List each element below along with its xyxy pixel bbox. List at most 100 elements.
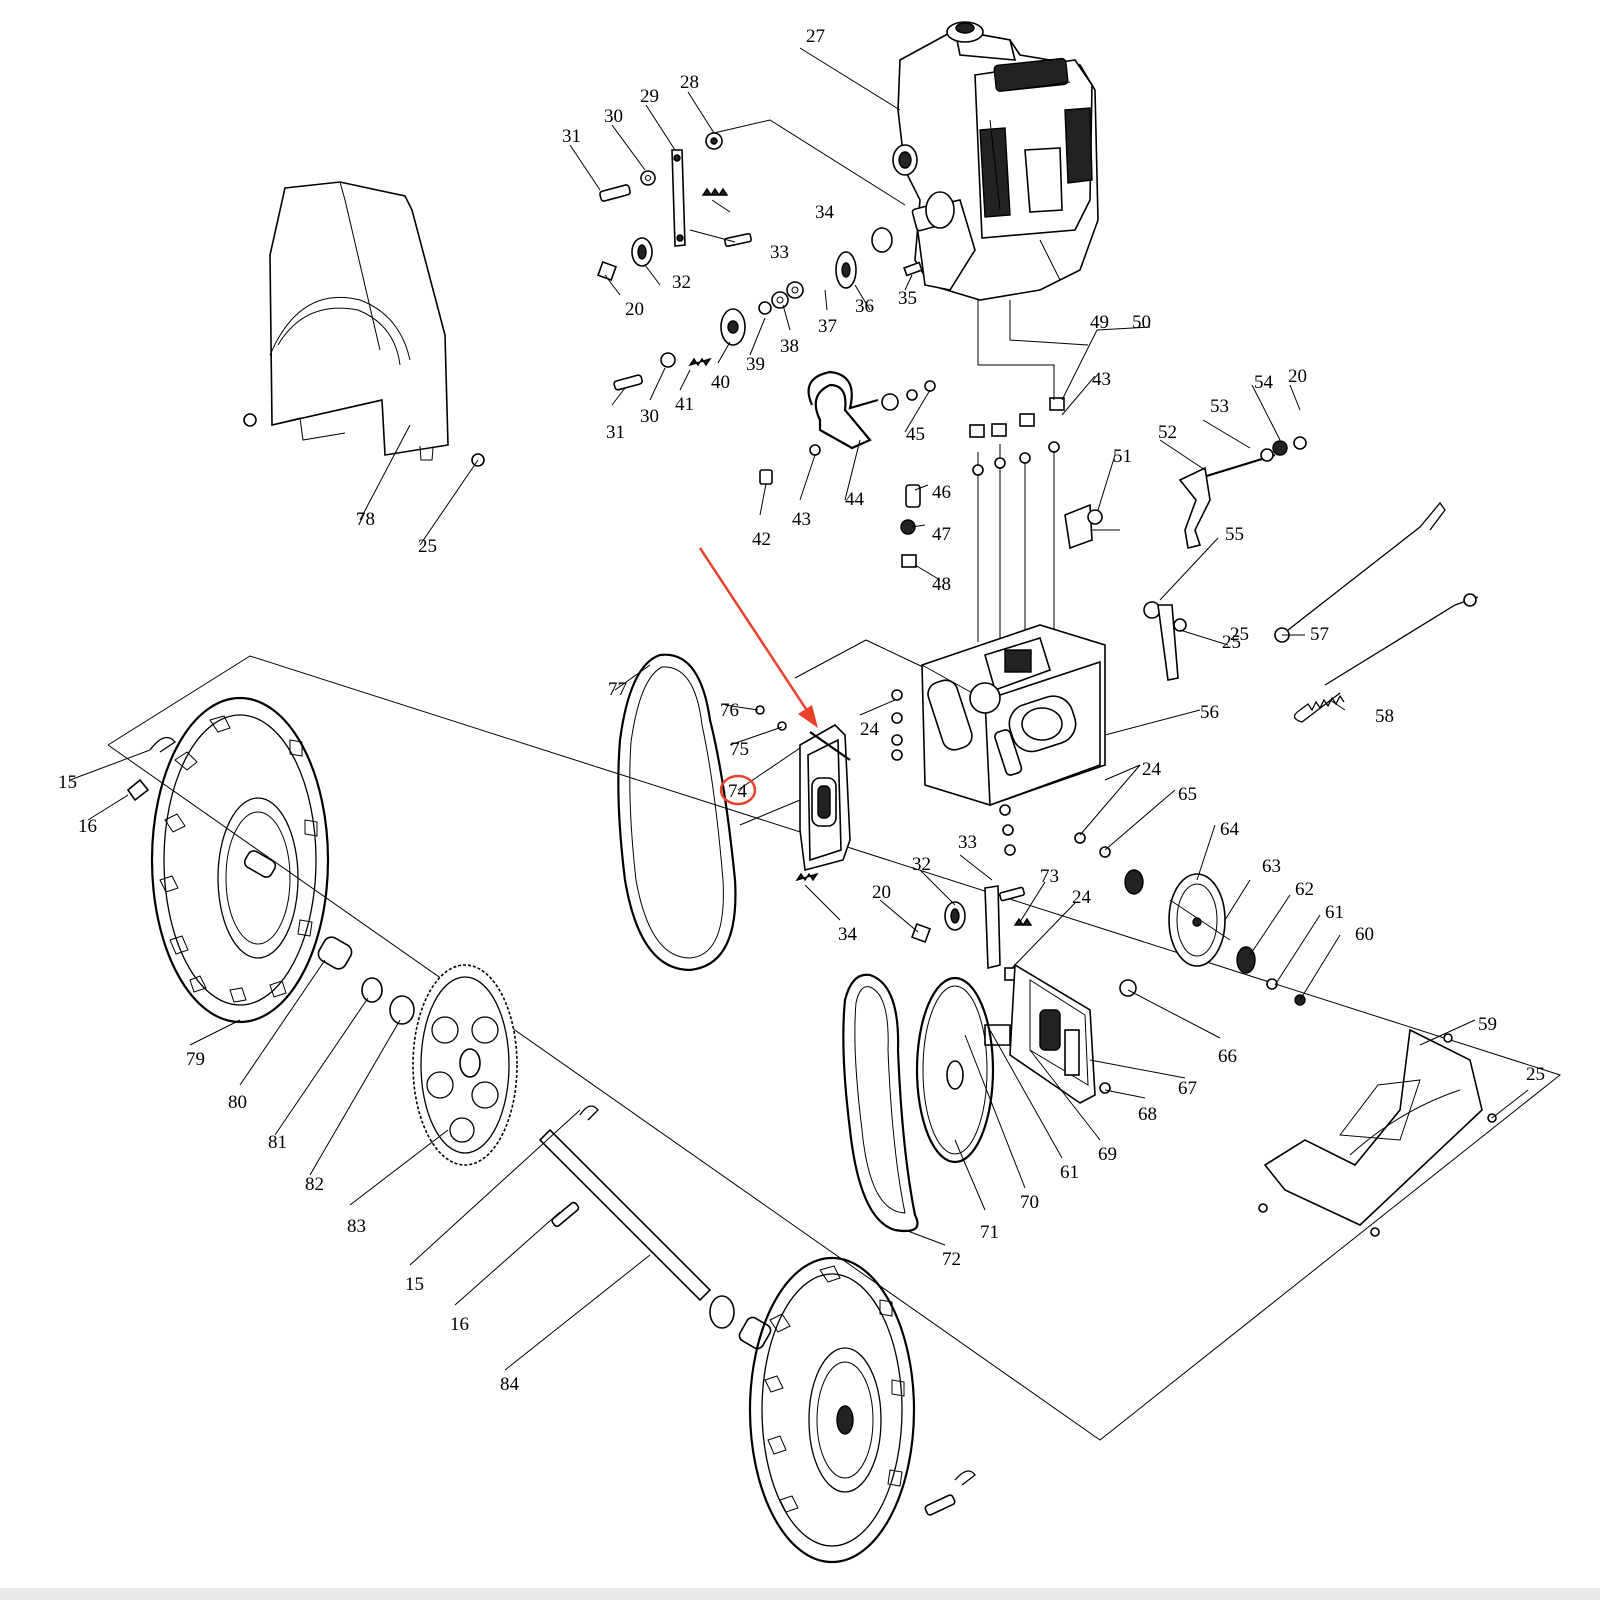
callout-29: 29 — [640, 86, 659, 107]
callout-61: 61 — [1325, 902, 1344, 923]
callout-79: 79 — [186, 1049, 205, 1070]
callout-40: 40 — [711, 372, 730, 393]
callout-33-lower: 33 — [958, 832, 977, 853]
callout-30-lower: 30 — [640, 406, 659, 427]
callout-62: 62 — [1295, 879, 1314, 900]
callout-48: 48 — [932, 574, 951, 595]
callout-25-skid: 25 — [1526, 1064, 1545, 1085]
callout-70: 70 — [1020, 1192, 1039, 1213]
callout-53: 53 — [1210, 396, 1229, 417]
callout-43-lower: 43 — [792, 509, 811, 530]
upper-small-parts — [597, 132, 923, 391]
callout-46: 46 — [932, 482, 951, 503]
callout-72: 72 — [942, 1249, 961, 1270]
callout-66: 66 — [1218, 1046, 1237, 1067]
callout-20: 20 — [625, 299, 644, 320]
callout-69: 69 — [1098, 1144, 1117, 1165]
callout-80: 80 — [228, 1092, 247, 1113]
callout-20-right: 20 — [1288, 366, 1307, 387]
callout-57: 57 — [1310, 624, 1329, 645]
callout-56: 56 — [1200, 702, 1219, 723]
callout-81: 81 — [268, 1132, 287, 1153]
callout-33: 33 — [770, 242, 789, 263]
callout-41: 41 — [675, 394, 694, 415]
callout-64: 64 — [1220, 819, 1240, 840]
callout-42: 42 — [752, 529, 771, 550]
callout-76: 76 — [720, 700, 739, 721]
callout-30: 30 — [604, 106, 623, 127]
callout-37: 37 — [818, 316, 837, 337]
callout-58: 58 — [1375, 706, 1394, 727]
callout-34-lower: 34 — [838, 924, 858, 945]
callout-83: 83 — [347, 1216, 366, 1237]
drive-gear — [412, 964, 518, 1166]
callout-15-right: 15 — [405, 1274, 424, 1295]
callout-28: 28 — [680, 72, 699, 93]
skid-plate — [1258, 1028, 1497, 1237]
right-upper-parts — [1064, 436, 1479, 723]
drive-belt-lower — [842, 973, 919, 1233]
callout-45: 45 — [906, 424, 925, 445]
callout-27: 27 — [806, 26, 825, 47]
callout-25-cover: 25 — [418, 536, 437, 557]
callout-60: 60 — [1355, 924, 1374, 945]
leader-lines — [69, 47, 1529, 1371]
left-hub-parts — [126, 736, 415, 1025]
bracket-plate — [755, 705, 851, 882]
gearbox-housing — [891, 624, 1106, 856]
callout-49: 49 — [1090, 312, 1109, 333]
callout-65: 65 — [1178, 784, 1197, 805]
callout-63: 63 — [1262, 856, 1281, 877]
left-wheel — [150, 696, 330, 1024]
control-handle — [759, 370, 936, 485]
callout-43: 43 — [1092, 369, 1111, 390]
callout-16-right: 16 — [450, 1314, 469, 1335]
callout-84: 84 — [500, 1374, 520, 1395]
assembly-boundary-lines — [107, 639, 1562, 1441]
callout-24-housing: 24 — [860, 719, 880, 740]
callout-labels: 27 28 29 30 31 34 33 32 20 36 35 37 38 3… — [58, 26, 1545, 1395]
engine — [892, 21, 1099, 301]
callout-78: 78 — [356, 509, 375, 530]
callout-32-lower: 32 — [912, 854, 931, 875]
belt-cover — [243, 181, 485, 467]
callout-35: 35 — [898, 288, 917, 309]
callout-15-left: 15 — [58, 772, 77, 793]
callout-77: 77 — [608, 679, 627, 700]
callout-44: 44 — [845, 489, 865, 510]
callout-82: 82 — [305, 1174, 324, 1195]
callout-54: 54 — [1254, 372, 1274, 393]
callout-51: 51 — [1113, 446, 1132, 467]
callout-59: 59 — [1478, 1014, 1497, 1035]
pulley-large — [915, 976, 995, 1164]
callout-74: 74 — [728, 781, 748, 802]
studs-and-nuts — [900, 300, 1089, 642]
highlight-arrow — [698, 547, 818, 728]
right-wheel — [748, 1256, 976, 1564]
callout-52: 52 — [1158, 422, 1177, 443]
callout-32: 32 — [672, 272, 691, 293]
callout-61-lower: 61 — [1060, 1162, 1079, 1183]
callout-16-left: 16 — [78, 816, 97, 837]
callout-31-lower: 31 — [606, 422, 625, 443]
callout-20-lower: 20 — [872, 882, 891, 903]
lower-gearbox-plate — [984, 963, 1137, 1104]
callout-25-right: 25 — [1222, 632, 1241, 653]
callout-31: 31 — [562, 126, 581, 147]
callout-67: 67 — [1178, 1078, 1197, 1099]
middle-lower-parts — [911, 885, 1033, 981]
callout-55: 55 — [1225, 524, 1244, 545]
callout-50: 50 — [1132, 312, 1151, 333]
callout-39: 39 — [746, 354, 765, 375]
callout-47: 47 — [932, 524, 951, 545]
drive-belt-upper — [617, 653, 737, 972]
axle — [538, 1105, 772, 1350]
bottom-strip — [0, 1588, 1600, 1600]
callout-68: 68 — [1138, 1104, 1157, 1125]
callout-34: 34 — [815, 202, 835, 223]
callout-75: 75 — [730, 739, 749, 760]
callout-73: 73 — [1040, 866, 1059, 887]
callout-24-mid: 24 — [1142, 759, 1162, 780]
